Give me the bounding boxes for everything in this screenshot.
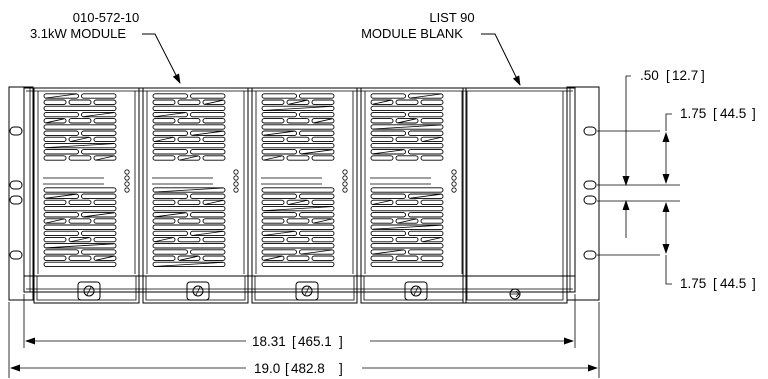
rack-dimensions: .50 [ 12.7 ] 1.75 [ 44.5 ] 1.75 [ 44.5 ] [597, 68, 756, 291]
status-led [451, 175, 457, 181]
svg-text:[: [ [285, 361, 289, 376]
rack-unit-1-inch: 1.75 [680, 106, 706, 121]
blank-list-number: LIST 90 [429, 10, 474, 25]
rack-unit-1-mm: 44.5 [720, 106, 746, 121]
rectifier-module [251, 88, 358, 304]
module-blank [462, 88, 568, 304]
rectifier-module [142, 88, 249, 304]
status-led [451, 181, 457, 187]
svg-text:]: ] [752, 106, 756, 121]
top-gap-dimension-inch: .50 [640, 68, 659, 83]
blank-description: MODULE BLANK [361, 26, 463, 41]
svg-text:[: [ [292, 334, 296, 349]
shelf-chassis [8, 86, 600, 301]
module-part-number: 010-572-10 [73, 10, 140, 25]
status-led [342, 187, 348, 193]
status-led [233, 169, 239, 175]
module-callout: 010-572-10 3.1kW MODULE [30, 10, 181, 84]
status-led [342, 175, 348, 181]
status-led [233, 181, 239, 187]
inner-width-mm: 465.1 [298, 334, 332, 349]
module-description: 3.1kW MODULE [30, 26, 126, 41]
status-led [124, 187, 130, 193]
blank-callout: LIST 90 MODULE BLANK [361, 10, 521, 86]
svg-text:]: ] [752, 276, 756, 291]
module-latch-icon [192, 285, 204, 297]
rack-unit-2-inch: 1.75 [680, 276, 706, 291]
status-led [451, 187, 457, 193]
module-latch-icon [83, 285, 95, 297]
rectifier-module [33, 88, 140, 304]
module-latch-icon [410, 285, 422, 297]
blank-latch-icon [509, 288, 521, 300]
status-led [233, 187, 239, 193]
status-led [233, 175, 239, 181]
svg-text:]: ] [339, 361, 343, 376]
top-gap-dimension-mm: 12.7 [672, 68, 698, 83]
status-led [124, 181, 130, 187]
rack-unit-2-mm: 44.5 [720, 276, 746, 291]
svg-text:[: [ [713, 276, 717, 291]
top-gap-dimension-bracket: [ [666, 68, 670, 83]
status-led [124, 175, 130, 181]
mounting-holes [9, 126, 597, 260]
status-led [124, 169, 130, 175]
module-latch-icon [301, 285, 313, 297]
rectifier-modules [33, 88, 467, 304]
outer-width-inch: 19.0 [254, 361, 280, 376]
outer-width-mm: 482.8 [291, 361, 325, 376]
status-led [451, 169, 457, 175]
svg-text:]: ] [339, 334, 343, 349]
status-led [342, 169, 348, 175]
width-dimensions: 18.31 [ 465.1 ] 19.0 [ 482.8 ] [8, 294, 600, 378]
svg-text:]: ] [701, 68, 705, 83]
svg-text:[: [ [713, 106, 717, 121]
inner-width-inch: 18.31 [252, 334, 286, 349]
status-led [342, 181, 348, 187]
rectifier-module [360, 88, 467, 304]
